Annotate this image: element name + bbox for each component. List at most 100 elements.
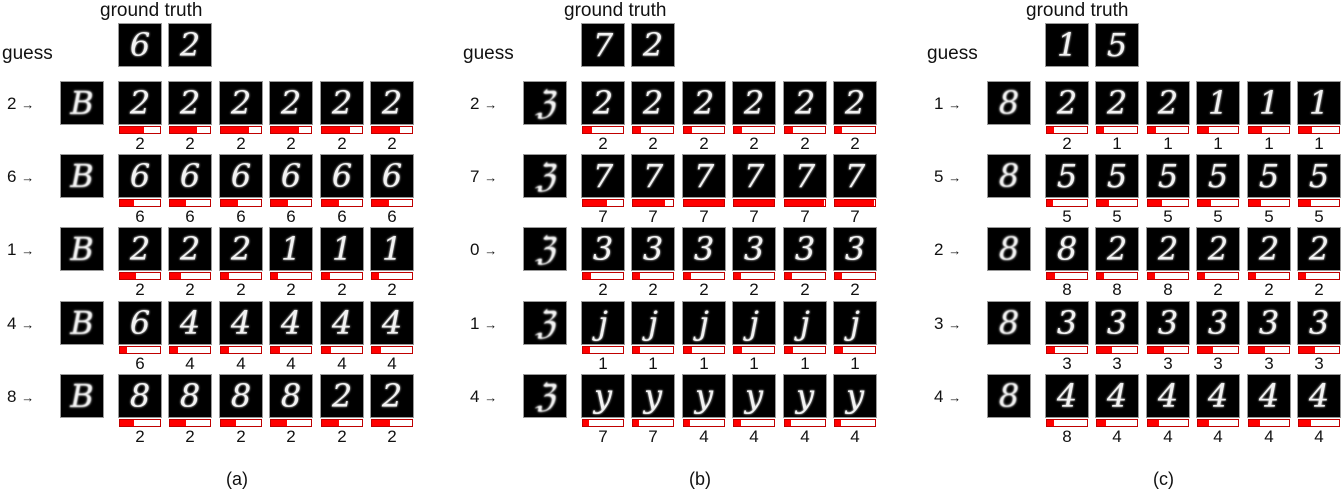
sequence-frame-image: 2 [169,228,211,270]
frame-glyph: 5 [1056,157,1078,195]
confidence-bar-fill [1249,273,1257,279]
guess-heading: guess [2,43,53,64]
frame-glyph: 2 [1308,230,1330,268]
frame-glyph: 3 [1106,304,1128,342]
sequence-frame-image: 7 [733,155,775,197]
confidence-bar [1197,346,1239,354]
predicted-digit: 2 [135,134,145,153]
confidence-bar-fill [684,273,692,279]
predicted-digit: 2 [850,134,860,153]
confidence-bar [1298,272,1340,280]
frame-glyph: 1 [1308,84,1330,122]
sequence-frame-image: 3 [733,228,775,270]
frame-glyph: 8 [280,377,302,415]
confidence-bar [1248,199,1290,207]
input-digit-image: ℨ [524,82,566,124]
arrow-icon: → [948,97,962,112]
sequence-frame-image: y [683,375,725,417]
frame-glyph: j [749,304,759,342]
confidence-bar-fill [1299,127,1312,133]
frame-glyph: 1 [1207,84,1229,122]
frame-glyph: 4 [1258,377,1280,415]
arrow-icon: → [21,243,35,258]
confidence-bar [683,126,725,134]
confidence-bar-fill [1299,347,1315,353]
guess-row-label: 4 → [934,387,961,408]
frame-glyph: 6 [230,157,252,195]
sequence-frame-image: j [683,302,725,344]
sequence-frame-image: 7 [582,155,624,197]
confidence-bar [321,419,363,427]
input-digit-image: 8 [988,155,1030,197]
confidence-bar-fill [1097,200,1109,206]
sequence-frame-image: 2 [1197,228,1239,270]
predicted-digit: 2 [185,427,195,446]
confidence-bar-fill [1097,127,1105,133]
predicted-digit: 8 [1112,280,1122,299]
confidence-bar [582,272,624,280]
predicted-digit: 2 [185,134,195,153]
confidence-bar-fill [1198,127,1210,133]
confidence-bar-fill [1047,347,1055,353]
sequence-frame-image: 4 [1197,375,1239,417]
confidence-bar [1046,419,1088,427]
predicted-digit: 4 [1314,427,1324,446]
sequence-frame-image: 6 [270,155,312,197]
confidence-bar-fill [785,200,824,206]
confidence-bar [270,272,312,280]
guess-row-label: 5 → [934,167,961,188]
sequence-frame-image: 4 [220,302,262,344]
confidence-bar-fill [583,347,591,353]
sequence-frame-image: 2 [784,82,826,124]
sequence-frame-image: 7 [683,155,725,197]
confidence-bar [1248,272,1290,280]
confidence-bar-fill [583,273,591,279]
confidence-bar-fill [1148,273,1156,279]
guess-heading: guess [463,43,514,64]
confidence-bar [1298,346,1340,354]
confidence-bar-fill [1148,420,1160,426]
sequence-frame-image: 1 [1298,82,1340,124]
predicted-digit: 2 [699,134,709,153]
confidence-bar [119,199,161,207]
sequence-frame-image: 1 [270,228,312,270]
confidence-bar-fill [271,273,279,279]
sequence-frame-image: 6 [220,155,262,197]
sequence-frame-image: 3 [784,228,826,270]
frame-glyph: 8 [230,377,252,415]
confidence-bar-fill [372,347,381,353]
sequence-frame-image: 2 [321,82,363,124]
guess-row-label: 1 → [470,314,497,335]
frame-glyph: j [648,304,658,342]
predicted-digit: 2 [800,134,810,153]
sequence-frame-image: 2 [119,82,161,124]
confidence-bar-fill [583,127,592,133]
confidence-bar-fill [372,200,389,206]
frame-glyph: y [744,377,764,415]
predicted-digit: 5 [1062,207,1072,226]
input-glyph: 8 [998,157,1020,195]
frame-glyph: 4 [331,304,353,342]
confidence-bar-fill [271,347,280,353]
sequence-frame-image: y [733,375,775,417]
sequence-frame-image: 3 [1147,302,1189,344]
confidence-bar [834,419,876,427]
confidence-bar-fill [322,420,339,426]
frame-glyph: 2 [331,84,353,122]
confidence-bar-fill [1299,200,1311,206]
predicted-digit: 4 [236,354,246,373]
frame-glyph: 4 [1207,377,1229,415]
confidence-bar-fill [835,420,842,426]
sequence-frame-image: 2 [270,82,312,124]
predicted-digit: 2 [387,280,397,299]
confidence-bar [321,126,363,134]
frame-glyph: 7 [794,157,816,195]
confidence-bar [1046,126,1088,134]
confidence-bar [632,346,674,354]
confidence-bar [169,126,211,134]
guess-row-label: 6 → [7,167,34,188]
confidence-bar-fill [734,347,742,353]
confidence-bar [1197,199,1239,207]
guess-row-label: 7 → [470,167,497,188]
input-digit-image: ℨ [524,375,566,417]
